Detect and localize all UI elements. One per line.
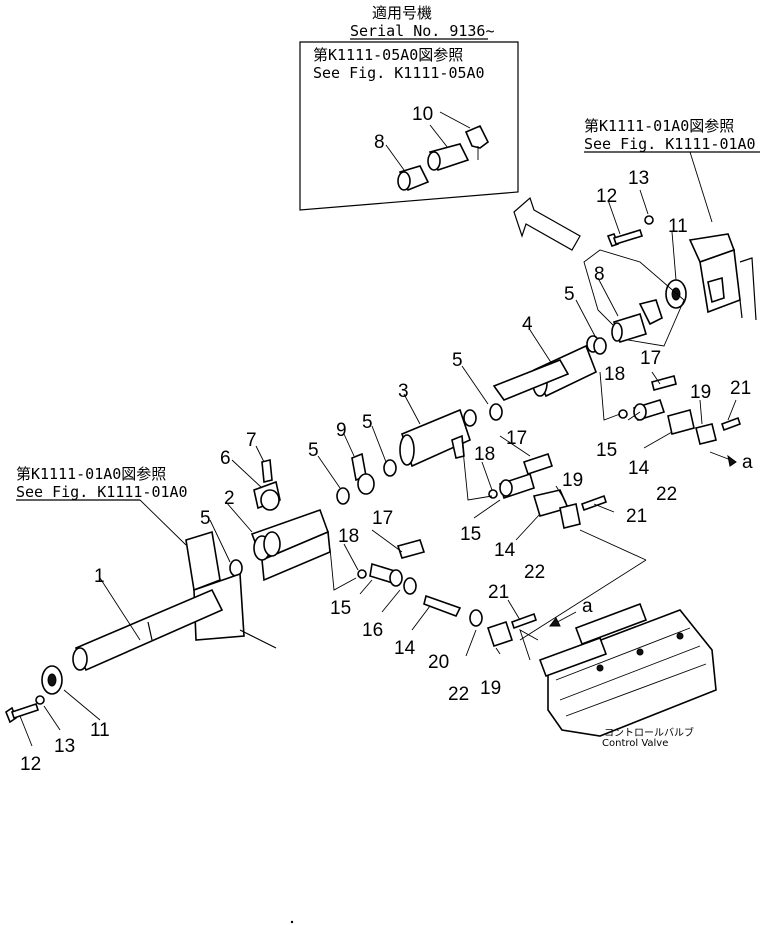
leader-lines (19, 189, 737, 747)
inset-label-10: 10 (412, 104, 433, 125)
lever-2 (250, 508, 331, 582)
label-13b: 13 (628, 168, 649, 189)
inset-bracket (464, 124, 490, 160)
label-11a: 11 (90, 720, 110, 741)
pin-7 (261, 458, 273, 484)
right-bushing-8 (611, 299, 663, 344)
shaft-4 (492, 335, 600, 401)
label-15a: 15 (330, 598, 351, 619)
label-14a: 14 (394, 638, 416, 659)
label-5c: 5 (362, 412, 373, 433)
inset-ref-en: See Fig. K1111-05A0 (313, 64, 485, 82)
pin-9 (351, 452, 375, 495)
right-flange-11 (665, 279, 687, 309)
label-18c: 18 (604, 364, 625, 385)
label-17c: 17 (640, 348, 661, 369)
rod-group-middle (488, 452, 608, 529)
label-5a: 5 (200, 508, 211, 529)
arrow-a-right-label: a (742, 452, 753, 473)
inset-sleeve-10 (427, 143, 470, 171)
rod-group-upper (618, 375, 742, 445)
label-12b: 12 (596, 186, 617, 207)
label-5d: 5 (452, 350, 463, 371)
bushing-5-b (383, 459, 397, 477)
arrow-a-lower-label: a (582, 596, 593, 617)
right-frame (688, 233, 757, 321)
label-5e: 5 (564, 284, 575, 305)
label-4: 4 (522, 314, 533, 335)
label-19a: 19 (480, 678, 501, 699)
label-17b: 17 (506, 428, 527, 449)
shaft-1 (72, 588, 224, 672)
rod-group-lower (357, 539, 538, 648)
clamp-6 (253, 480, 281, 511)
label-19c: 19 (690, 382, 711, 403)
label-5b: 5 (308, 440, 319, 461)
inset-ref-jp: 第K1111-05A0図参照 (313, 46, 463, 64)
label-18a: 18 (338, 526, 359, 547)
control-valve (538, 602, 717, 737)
right-bolt-12 (606, 229, 644, 247)
bushing-5-mid (489, 403, 503, 421)
label-13a: 13 (54, 736, 75, 757)
label-8: 8 (594, 264, 605, 285)
ref-left-en: See Fig. K1111-01A0 (16, 483, 188, 501)
ref-right-en: See Fig. K1111-01A0 (584, 135, 756, 153)
serial-title: 適用号機 (372, 4, 432, 22)
label-18b: 18 (474, 444, 495, 465)
label-14b: 14 (494, 540, 516, 561)
label-12a: 12 (20, 754, 41, 775)
arrow-a-lower (549, 611, 577, 627)
label-9: 9 (336, 420, 347, 441)
left-flange-11 (41, 665, 63, 695)
label-16: 16 (362, 620, 383, 641)
label-6: 6 (220, 448, 231, 469)
label-21a: 21 (488, 582, 509, 603)
label-14c: 14 (628, 458, 650, 479)
part-labels: 1 2 3 4 5 5 5 5 5 6 7 8 9 11 11 12 12 13… (20, 168, 751, 775)
label-15b: 15 (460, 524, 481, 545)
label-21c: 21 (730, 378, 751, 399)
left-washer-13 (35, 695, 45, 705)
label-21b: 21 (626, 506, 647, 527)
ref-right-jp: 第K1111-01A0図参照 (584, 117, 734, 135)
bushing-5-a (463, 409, 477, 427)
arrow-a-right (709, 451, 737, 467)
bushing-5-c (336, 487, 350, 505)
bushing-5-upper (593, 337, 607, 355)
inset-bushing-8 (397, 165, 430, 192)
label-2: 2 (224, 488, 235, 509)
label-7: 7 (246, 430, 257, 451)
control-valve-jp: コントロールバルブ (604, 726, 694, 739)
inset-box: 第K1111-05A0図参照 See Fig. K1111-05A0 10 8 (299, 41, 519, 211)
ref-left-jp: 第K1111-01A0図参照 (16, 465, 166, 483)
label-22b: 22 (524, 562, 545, 583)
serial-number: Serial No. 9136~ (350, 22, 495, 40)
label-19b: 19 (562, 470, 583, 491)
label-3: 3 (398, 381, 409, 402)
label-22a: 22 (448, 684, 469, 705)
label-1: 1 (94, 566, 105, 587)
inset-pointer-arrow (513, 196, 581, 251)
label-17a: 17 (372, 508, 393, 529)
label-22c: 22 (656, 484, 677, 505)
right-washer-13 (644, 215, 654, 225)
label-15c: 15 (596, 440, 617, 461)
label-20: 20 (428, 652, 449, 673)
shaft-3 (399, 408, 471, 468)
inset-label-8: 8 (374, 132, 385, 153)
label-11b: 11 (668, 216, 688, 237)
left-bolt-12 (5, 702, 40, 724)
control-valve-en: Control Valve (602, 738, 668, 749)
